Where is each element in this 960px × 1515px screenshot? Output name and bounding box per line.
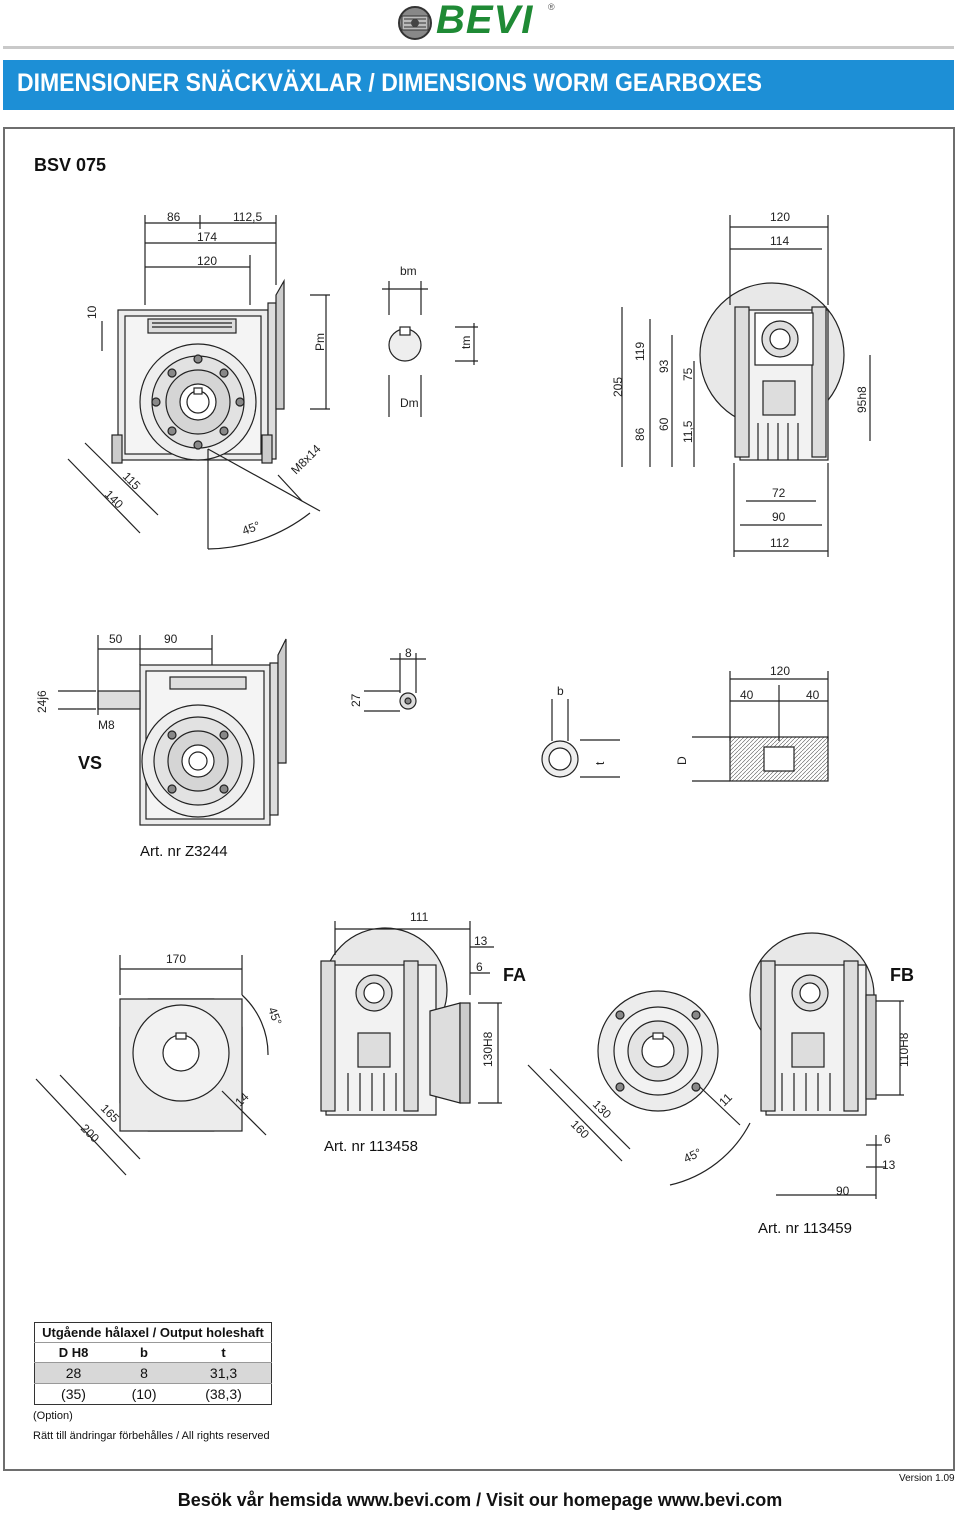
angle-45-fa: 45° xyxy=(265,1005,284,1027)
dim-120-shaft: 120 xyxy=(770,664,790,678)
table-header: b xyxy=(112,1342,177,1363)
registered-mark: ® xyxy=(548,2,555,12)
dim-130: 130 xyxy=(590,1097,614,1121)
vs-view xyxy=(58,635,829,826)
dim-200: 200 xyxy=(78,1121,102,1145)
art-113458: Art. nr 113458 xyxy=(324,1138,418,1155)
vs-label: VS xyxy=(78,753,103,773)
side-view xyxy=(621,215,871,557)
table-row: 28 8 31,3 xyxy=(34,1362,272,1384)
option-note: (Option) xyxy=(33,1410,73,1422)
header-rule xyxy=(3,46,954,49)
angle-45-fb: 45° xyxy=(681,1145,704,1165)
dim-bm: bm xyxy=(400,264,417,278)
footer-text: Besök vår hemsida www.bevi.com / Visit o… xyxy=(177,1490,783,1510)
dim-10: 10 xyxy=(85,305,99,319)
bevi-logo: BEVI ® xyxy=(396,0,566,44)
table-row: (35) (10) (38,3) xyxy=(34,1383,272,1405)
dim-140: 140 xyxy=(102,487,126,511)
dim-tm: tm xyxy=(459,336,473,349)
dim-24j6: 24j6 xyxy=(35,690,49,713)
dim-174: 174 xyxy=(197,230,217,244)
dim-40-left: 40 xyxy=(740,688,754,702)
main-front-view xyxy=(67,215,330,550)
table-cell: 28 xyxy=(34,1362,112,1384)
art-z3244: Art. nr Z3244 xyxy=(140,843,228,860)
dim-120-side: 120 xyxy=(770,210,790,224)
dim-d: D xyxy=(675,756,689,765)
dim-40-right: 40 xyxy=(806,688,820,702)
dim-120: 120 xyxy=(197,254,217,268)
fa-view xyxy=(35,921,502,1176)
dim-75: 75 xyxy=(681,367,695,381)
dim-t: t xyxy=(593,761,607,765)
dim-112-5: 112,5 xyxy=(233,210,262,224)
dim-pm: Pm xyxy=(313,333,327,351)
rights-note: Rätt till ändringar förbehålles / All ri… xyxy=(33,1430,270,1442)
angle-45: 45° xyxy=(240,518,262,537)
dim-115: 115 xyxy=(120,469,144,493)
fb-view xyxy=(527,932,904,1199)
table-title: Utgående hålaxel / Output holeshaft xyxy=(34,1322,272,1343)
dim-86-side: 86 xyxy=(633,427,647,441)
dim-b: b xyxy=(557,684,564,698)
dim-111: 111 xyxy=(410,910,429,924)
dim-86: 86 xyxy=(167,210,181,224)
table-cell: 8 xyxy=(112,1362,177,1384)
dim-6-fb: 6 xyxy=(884,1132,891,1146)
dim-170: 170 xyxy=(166,952,186,966)
model-name: BSV 075 xyxy=(34,155,107,175)
dim-110h8: 110H8 xyxy=(897,1032,910,1067)
title-banner: DIMENSIONER SNÄCKVÄXLAR / DIMENSIONS WOR… xyxy=(3,60,954,110)
dim-72: 72 xyxy=(772,486,786,500)
dim-205: 205 xyxy=(611,377,625,397)
key-detail xyxy=(382,281,478,417)
dim-119: 119 xyxy=(633,342,647,361)
art-113459: Art. nr 113459 xyxy=(758,1220,852,1237)
version-label: Version 1.09 xyxy=(899,1473,955,1484)
dim-130h8: 130H8 xyxy=(481,1031,495,1067)
technical-drawings: 86 112,5 174 120 10 Pm M8x14 115 140 45°… xyxy=(35,210,910,1199)
output-holeshaft-table: Utgående hålaxel / Output holeshaft D H8… xyxy=(34,1322,272,1405)
dim-8: 8 xyxy=(405,646,412,660)
fa-label: FA xyxy=(503,965,527,985)
table-header: D H8 xyxy=(34,1342,112,1363)
dim-dm: Dm xyxy=(400,396,419,410)
dim-13-fb: 13 xyxy=(882,1158,896,1172)
dim-6-fa: 6 xyxy=(476,960,483,974)
dim-11: 11 xyxy=(716,1090,735,1109)
dim-114-side: 114 xyxy=(770,234,789,248)
table-cell: (38,3) xyxy=(176,1383,272,1405)
dim-90-fb: 90 xyxy=(836,1184,850,1198)
table-cell: (10) xyxy=(112,1383,177,1405)
dim-60: 60 xyxy=(657,417,671,431)
dim-m8x14: M8x14 xyxy=(288,442,324,478)
dim-90: 90 xyxy=(164,632,178,646)
dim-95h8: 95h8 xyxy=(855,386,869,413)
dim-50: 50 xyxy=(109,632,123,646)
dim-93: 93 xyxy=(657,359,671,373)
table-cell: 31,3 xyxy=(176,1362,272,1384)
table-header: t xyxy=(176,1342,272,1363)
brand-name: BEVI xyxy=(436,0,534,42)
fb-label: FB xyxy=(890,965,914,985)
table-cell: (35) xyxy=(34,1383,112,1405)
dim-112: 112 xyxy=(770,536,789,550)
dim-27: 27 xyxy=(349,693,363,707)
dim-13-fa: 13 xyxy=(474,934,488,948)
page-title: DIMENSIONER SNÄCKVÄXLAR / DIMENSIONS WOR… xyxy=(17,69,762,97)
dim-90-side: 90 xyxy=(772,510,786,524)
dim-m8: M8 xyxy=(98,718,115,732)
motor-icon xyxy=(398,6,432,40)
dim-11-5: 11,5 xyxy=(681,420,695,443)
dim-165: 165 xyxy=(98,1101,122,1125)
dim-160: 160 xyxy=(568,1117,592,1141)
